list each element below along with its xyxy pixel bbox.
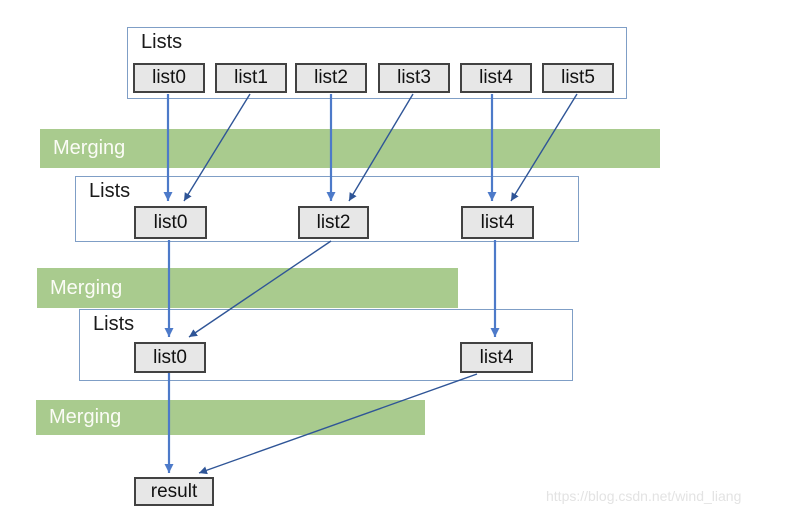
- row2-list4-box: list4: [461, 206, 534, 239]
- watermark: https://blog.csdn.net/wind_liang: [546, 488, 742, 504]
- result-box: result: [134, 477, 214, 506]
- row1-list0-box: list0: [133, 63, 205, 93]
- merging-bar-1: Merging: [40, 129, 660, 168]
- row1-list3-box: list3: [378, 63, 450, 93]
- lists-container-row1: Lists list0 list1 list2 list3 list4 list…: [127, 27, 627, 99]
- lists-container-row3: Lists list0 list4: [79, 309, 573, 381]
- row3-list4-box: list4: [460, 342, 533, 373]
- merging-bar-3: Merging: [36, 400, 425, 435]
- lists-label: Lists: [89, 180, 131, 202]
- row1-list4-box: list4: [460, 63, 532, 93]
- row1-list2-box: list2: [295, 63, 367, 93]
- row1-list1-box: list1: [215, 63, 287, 93]
- lists-label: Lists: [93, 313, 135, 335]
- merging-bar-2: Merging: [37, 268, 458, 308]
- row2-list2-box: list2: [298, 206, 369, 239]
- merging-label: Merging: [53, 137, 126, 159]
- row2-list0-box: list0: [134, 206, 207, 239]
- row1-list5-box: list5: [542, 63, 614, 93]
- row3-list0-box: list0: [134, 342, 206, 373]
- merging-label: Merging: [49, 406, 122, 428]
- lists-label: Lists: [141, 31, 183, 53]
- lists-container-row2: Lists list0 list2 list4: [75, 176, 579, 242]
- merging-label: Merging: [50, 276, 123, 299]
